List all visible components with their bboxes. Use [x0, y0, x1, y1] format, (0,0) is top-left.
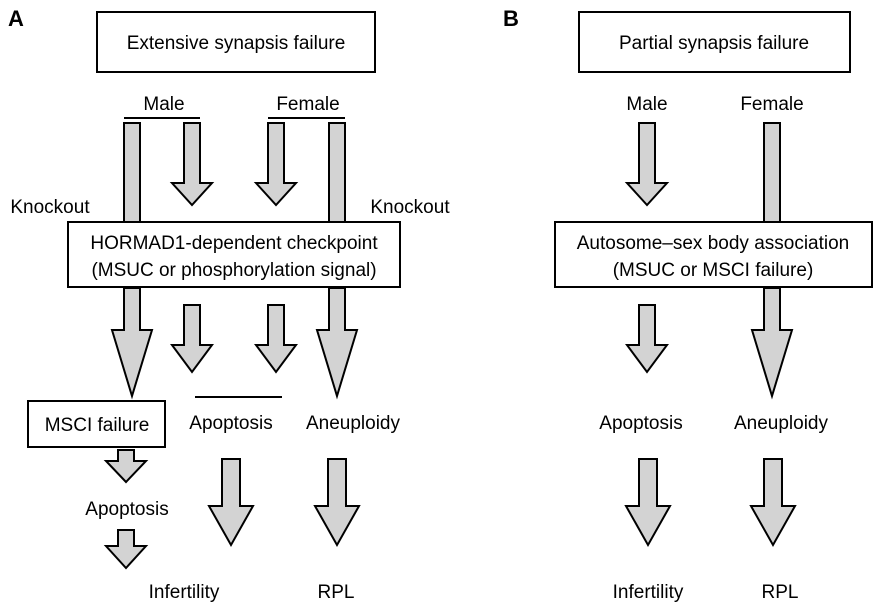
extensive-failure-box	[96, 11, 376, 73]
panel-b-apoptosis-infertility-arrow	[624, 458, 672, 548]
panel-a-female-label: Female	[276, 94, 339, 115]
msci-failure-box	[27, 400, 166, 448]
female-arrow-lower	[254, 304, 298, 374]
panel-b-aneuploidy-label: Aneuploidy	[734, 413, 829, 434]
apoptosis-infertility-arrow	[207, 458, 255, 548]
apoptosis-left-label: Apoptosis	[85, 499, 168, 520]
panel-b-aneuploidy-rpl-arrow	[749, 458, 797, 548]
panel-b-male-arrow-upper	[624, 122, 670, 207]
infertility-label-a: Infertility	[149, 582, 220, 603]
female-arrow-upper	[253, 122, 299, 207]
msci-apoptosis-arrow	[103, 449, 149, 484]
panel-a-male-label: Male	[143, 94, 184, 115]
checkpoint-line2: (MSUC or phosphorylation signal)	[91, 260, 376, 281]
rpl-label-a: RPL	[318, 582, 355, 603]
knockout-male-arrow-shaft	[123, 122, 141, 224]
panel-b-male-arrow-lower	[625, 304, 669, 374]
partial-failure-title: Partial synapsis failure	[619, 33, 809, 54]
panel-b: B Partial synapsis failure Male Female A…	[503, 6, 873, 603]
checkpoint-line1: HORMAD1-dependent checkpoint	[90, 233, 378, 254]
knockout-female-arrow-lower	[315, 287, 359, 400]
apoptosis-infertility-arrow-left	[103, 529, 149, 570]
panel-b-female-arrow-shaft	[763, 122, 781, 224]
rpl-label-b: RPL	[762, 582, 799, 603]
aneuploidy-label: Aneuploidy	[306, 413, 401, 434]
panel-b-apoptosis-label: Apoptosis	[599, 413, 682, 434]
panel-a-letter: A	[8, 6, 24, 31]
male-arrow-upper	[169, 122, 215, 207]
knockout-left-label: Knockout	[10, 197, 90, 218]
association-line2: (MSUC or MSCI failure)	[613, 260, 814, 281]
knockout-right-label: Knockout	[370, 197, 450, 218]
knockout-male-arrow-lower	[110, 287, 154, 400]
aneuploidy-rpl-arrow	[313, 458, 361, 548]
association-line1: Autosome–sex body association	[577, 233, 850, 254]
knockout-female-arrow-shaft	[328, 122, 346, 224]
partial-failure-box	[578, 11, 851, 73]
male-arrow-lower	[170, 304, 214, 374]
msci-failure-label: MSCI failure	[45, 415, 150, 436]
panel-b-male-label: Male	[626, 94, 667, 115]
panel-b-female-arrow-lower	[750, 287, 794, 400]
infertility-label-b: Infertility	[613, 582, 684, 603]
checkpoint-box	[67, 221, 401, 288]
panel-a: A Extensive synapsis failure Male Female…	[8, 6, 450, 603]
panel-b-female-label: Female	[740, 94, 803, 115]
association-box	[554, 221, 873, 288]
panel-b-letter: B	[503, 6, 519, 31]
extensive-failure-title: Extensive synapsis failure	[127, 33, 346, 54]
apoptosis-mid-label: Apoptosis	[189, 413, 272, 434]
